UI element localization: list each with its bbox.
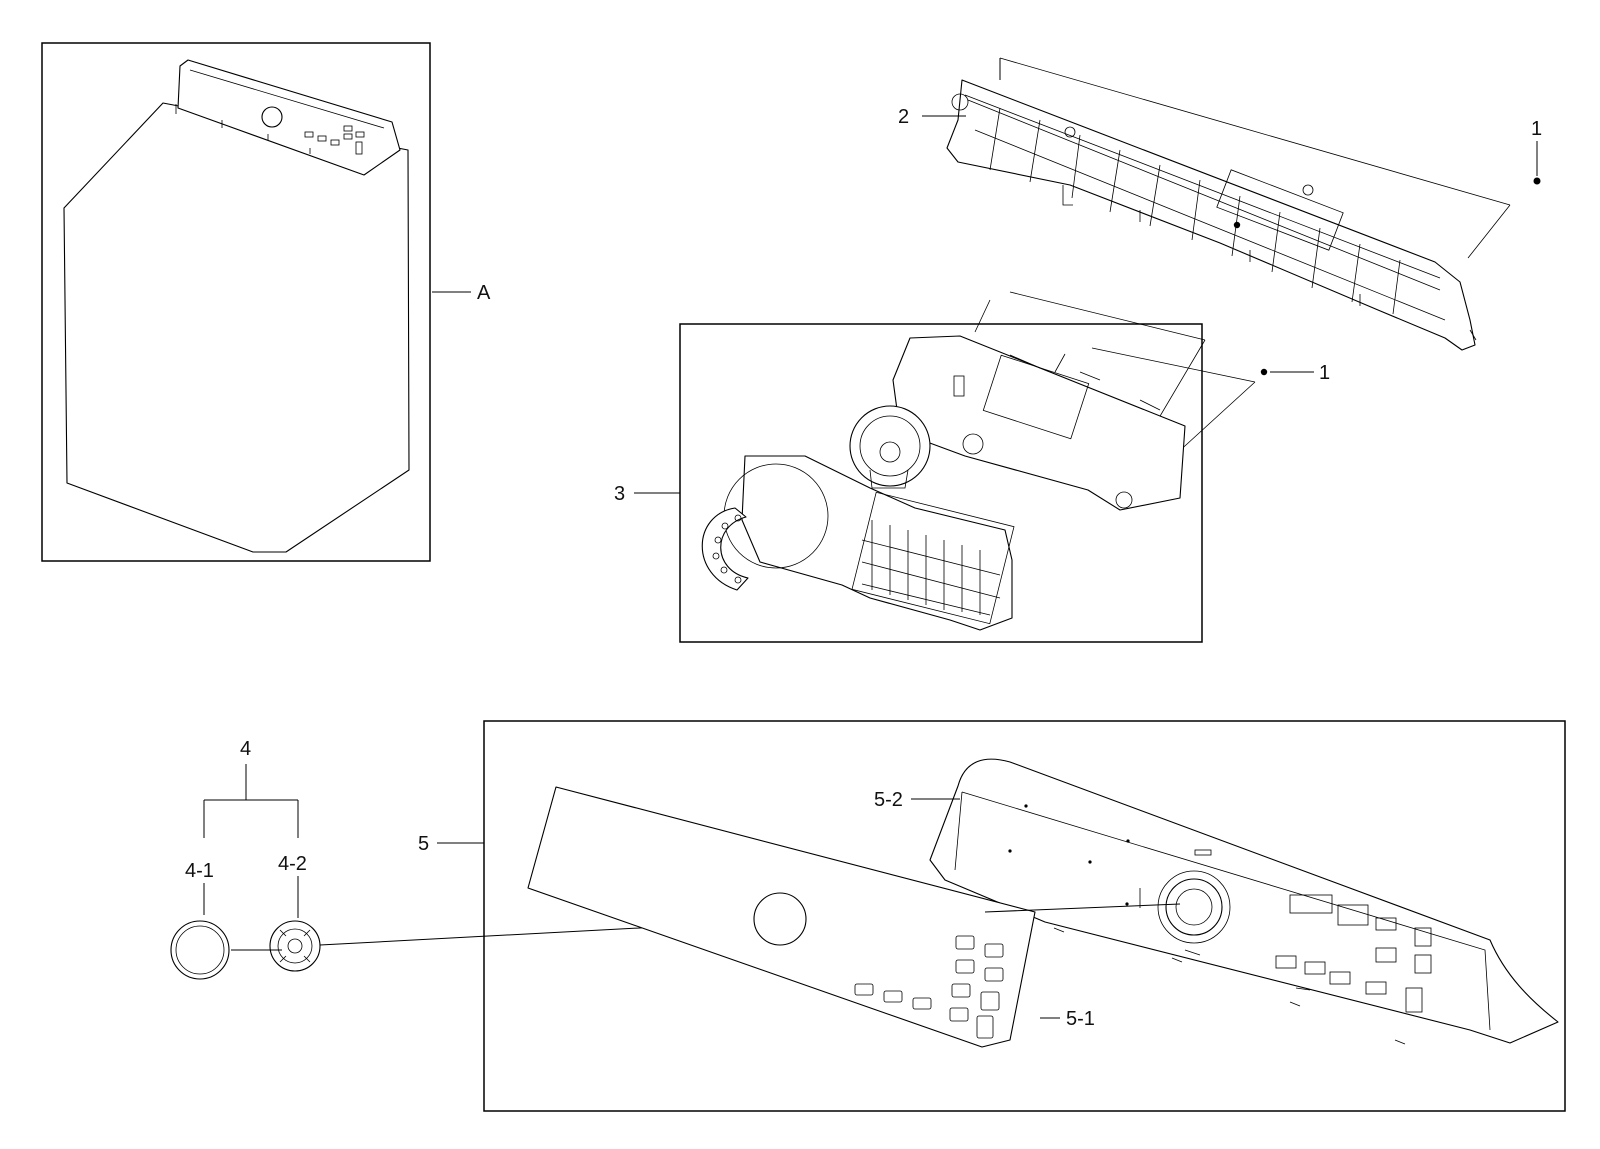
knob-cap-icon xyxy=(170,920,230,980)
assembly-a-group: A xyxy=(41,42,491,562)
assembly-a-frame xyxy=(41,42,431,562)
panel-5-1-illustration xyxy=(527,786,1036,1048)
screw-icon xyxy=(1260,368,1268,376)
screw-icon xyxy=(1533,177,1541,185)
label-4-1: 4-1 xyxy=(185,860,214,882)
label-5-2: 5-2 xyxy=(874,789,903,811)
led-ring-icon xyxy=(701,507,749,591)
part-3-pcb-group: 1 3 xyxy=(614,221,1330,643)
panel-5-2-illustration xyxy=(929,758,1559,1045)
label-a: A xyxy=(477,282,491,304)
label-4-2: 4-2 xyxy=(278,853,307,875)
screw-icon xyxy=(1233,221,1241,229)
overlay-to-panel-line xyxy=(984,903,1181,913)
part-5-panel-group: 5 5-2 xyxy=(418,720,1566,1112)
part-4-knob-group: 4 4-1 4-2 xyxy=(170,738,771,980)
encoder-ring-icon xyxy=(849,405,931,487)
label-1-top: 1 xyxy=(1531,118,1542,140)
bracket-4 xyxy=(203,764,299,838)
label-2: 2 xyxy=(898,106,909,128)
panel-knob-opening-icon xyxy=(1165,878,1223,936)
overlay-knob-window-icon xyxy=(753,892,807,946)
label-3: 3 xyxy=(614,483,625,505)
label-5-1: 5-1 xyxy=(1066,1008,1095,1030)
washer-cabinet-illustration xyxy=(63,59,410,553)
part-5-frame xyxy=(483,720,1566,1112)
label-5: 5 xyxy=(418,833,429,855)
part-3-frame xyxy=(679,323,1203,643)
label-4: 4 xyxy=(240,738,251,760)
label-1-mid: 1 xyxy=(1319,362,1330,384)
knob-base-icon xyxy=(269,920,321,972)
console-knob-icon xyxy=(261,106,283,128)
part-2-control-frame: 2 1 xyxy=(898,57,1542,351)
